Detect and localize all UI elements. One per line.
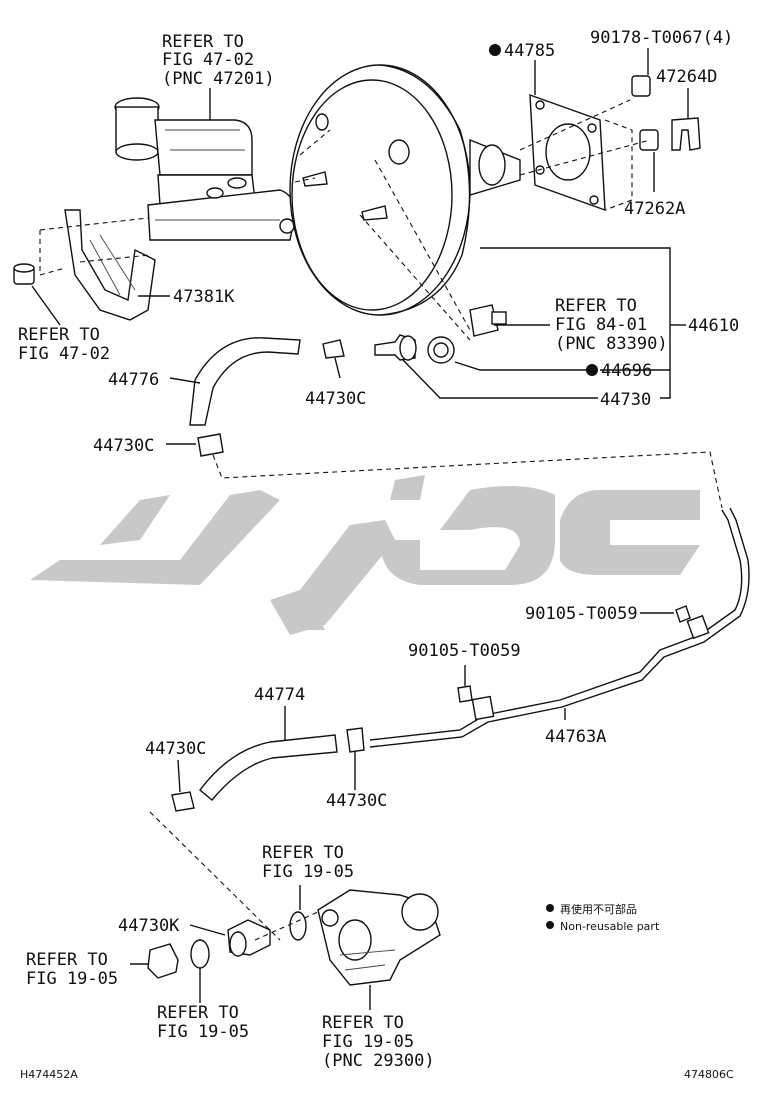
svg-text:FIG 47-02: FIG 47-02 <box>18 344 110 364</box>
clip-44730c-left <box>197 433 224 457</box>
check-valve-44730 <box>374 334 417 361</box>
svg-text:REFER TO: REFER TO <box>555 296 637 316</box>
svg-text:REFER TO: REFER TO <box>322 1013 404 1033</box>
svg-text:FIG 47-02: FIG 47-02 <box>162 50 254 70</box>
label-90105-right: 90105-T0059 <box>525 604 638 624</box>
legend-dot-cn <box>546 904 554 912</box>
watermark-logo <box>30 475 700 635</box>
label-44730c-left: 44730C <box>93 436 154 456</box>
label-44763a: 44763A <box>545 727 606 747</box>
svg-text:(PNC 29300): (PNC 29300) <box>322 1051 435 1071</box>
svg-text:(PNC 47201): (PNC 47201) <box>162 69 275 89</box>
svg-text:REFER TO: REFER TO <box>262 843 344 863</box>
bracket-47381k <box>64 209 156 321</box>
label-44610: 44610 <box>688 316 739 336</box>
master-cylinder <box>114 97 296 241</box>
o-ring-mid <box>289 911 307 941</box>
non-reusable-dot-44696 <box>586 364 598 376</box>
svg-text:FIG 19-05: FIG 19-05 <box>262 862 354 882</box>
leader-lines <box>31 48 689 1010</box>
label-refer-47-02: REFER TO FIG 47-02 <box>18 325 110 364</box>
clip-44730c-top <box>322 339 345 359</box>
legend: 再使用不可部品 Non-reusable part <box>546 902 660 933</box>
label-refer-19-05-pump-top: REFER TO FIG 19-05 <box>262 843 354 882</box>
legend-text-en: Non-reusable part <box>560 920 660 933</box>
label-44774: 44774 <box>254 685 305 705</box>
svg-text:FIG 84-01: FIG 84-01 <box>555 315 647 335</box>
gasket-44785 <box>529 93 606 212</box>
svg-text:REFER TO: REFER TO <box>157 1003 239 1023</box>
dashed-lines <box>39 99 723 941</box>
label-44776: 44776 <box>108 370 159 390</box>
label-44730: 44730 <box>600 390 651 410</box>
union-44730k <box>227 919 271 957</box>
non-reusable-dot-44785 <box>489 44 501 56</box>
svg-text:FIG 19-05: FIG 19-05 <box>157 1022 249 1042</box>
label-47381k: 47381K <box>173 287 235 307</box>
clevis-47264d <box>671 117 701 151</box>
label-90178-t0067: 90178-T0067(4) <box>590 28 733 48</box>
bolt-90105-mid <box>457 685 473 703</box>
grommet-44696 <box>427 336 455 364</box>
nut-90178 <box>631 75 651 97</box>
o-ring-left <box>190 939 210 969</box>
label-44785: 44785 <box>504 41 555 61</box>
label-refer-19-05-pnc: REFER TO FIG 19-05 (PNC 29300) <box>322 1013 435 1071</box>
clip-44730c-lower-mid <box>346 727 365 753</box>
label-refer-19-05-left: REFER TO FIG 19-05 <box>26 950 118 989</box>
label-44730c-lower-mid: 44730C <box>326 791 387 811</box>
hose-44774 <box>199 734 338 801</box>
label-44730k: 44730K <box>118 916 180 936</box>
vacuum-sensor <box>469 304 507 337</box>
svg-text:FIG 19-05: FIG 19-05 <box>322 1032 414 1052</box>
label-44696: 44696 <box>601 361 652 381</box>
svg-text:REFER TO: REFER TO <box>18 325 100 345</box>
svg-text:REFER TO: REFER TO <box>162 32 244 52</box>
legend-dot-en <box>546 921 554 929</box>
label-47264d: 47264D <box>656 67 717 87</box>
code-left: H474452A <box>20 1068 78 1081</box>
pipe-44763a <box>369 507 750 748</box>
code-right: 474806C <box>684 1068 734 1081</box>
label-refer-19-05-mid: REFER TO FIG 19-05 <box>157 1003 249 1042</box>
svg-text:FIG 19-05: FIG 19-05 <box>26 969 118 989</box>
svg-text:(PNC 83390): (PNC 83390) <box>555 334 668 354</box>
nut-47262a <box>639 129 659 151</box>
vacuum-pump <box>317 889 441 986</box>
brake-booster <box>289 64 521 316</box>
label-90105-mid: 90105-T0059 <box>408 641 521 661</box>
bolt-90105-right <box>675 605 691 623</box>
svg-text:REFER TO: REFER TO <box>26 950 108 970</box>
label-44730c-lower-left: 44730C <box>145 739 206 759</box>
label-47262a: 47262A <box>624 199 685 219</box>
label-44730c-top: 44730C <box>305 389 366 409</box>
plug-left <box>147 943 179 979</box>
hose-44776 <box>189 337 301 426</box>
legend-text-cn: 再使用不可部品 <box>560 902 637 916</box>
label-refer-84-01: REFER TO FIG 84-01 (PNC 83390) <box>555 296 668 354</box>
clip-44730c-lower-left <box>171 791 195 812</box>
nut-left <box>13 263 35 285</box>
label-refer-47-02-pnc: REFER TO FIG 47-02 (PNC 47201) <box>162 32 275 89</box>
